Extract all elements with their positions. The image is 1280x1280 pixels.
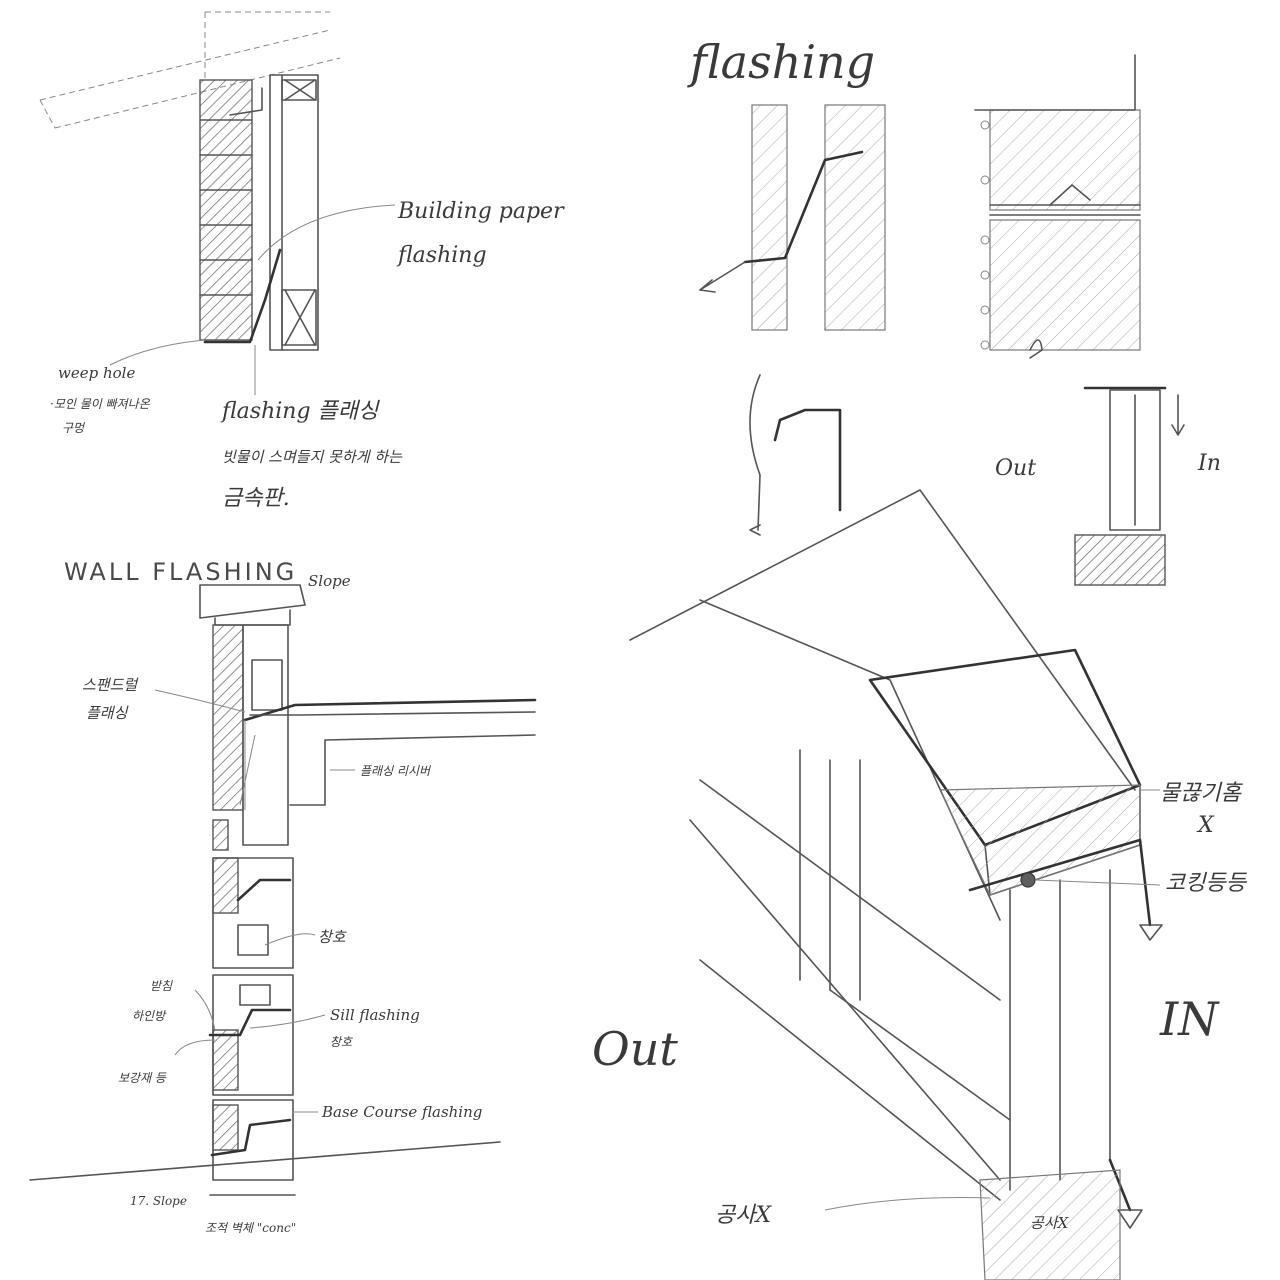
label-spandrel-kr2: 플래싱 (86, 704, 129, 722)
label-bottom-kr: 조적 벽체 "conc" (205, 1221, 296, 1235)
label-flashing-en: flashing (396, 243, 487, 268)
label-flashing-receiver-kr: 플래싱 리시버 (360, 764, 432, 778)
label-flashing-kr-line1: flashing 플래싱 (220, 399, 380, 424)
label-out-large: Out (592, 1022, 678, 1076)
label-sill-flashing-kr: 창호 (330, 1035, 353, 1049)
label-flashing-title: flashing (687, 35, 875, 89)
label-in-small: In (1197, 451, 1221, 476)
label-in-large: IN (1159, 992, 1220, 1046)
label-cutoff-x: X (1196, 813, 1215, 838)
label-backer-kr: 보강재 등 (118, 1071, 167, 1085)
label-wall-flashing: WALL FLASHING (64, 558, 297, 586)
label-slope-bottom: 17. Slope (130, 1194, 187, 1208)
label-bearing-kr2: 하인방 (132, 1009, 167, 1023)
flashing-detail-a (699, 104, 886, 331)
wall-flashing-section (29, 584, 537, 1196)
label-weep-hole-kr2: 구멍 (62, 421, 86, 435)
wall-section-top-left (39, 11, 396, 395)
label-flashing-kr-line2: 빗물이 스며들지 못하게 하는 (222, 448, 403, 466)
flashing-detail-c (1074, 386, 1185, 586)
label-bearing-kr1: 받침 (150, 979, 173, 993)
label-out-small: Out (995, 456, 1036, 481)
label-spandrel-kr1: 스팬드럴 (82, 676, 139, 694)
label-bottom-left-kr: 공사X (715, 1203, 772, 1228)
label-slope-top: Slope (308, 572, 351, 590)
label-building-paper: Building paper (397, 199, 565, 224)
flashing-detail-b (974, 54, 1141, 359)
isometric-window-detail (629, 374, 1163, 1280)
label-cutoff-kr: 물끊기홈 (1160, 781, 1244, 806)
label-sill-flashing: Sill flashing (330, 1006, 420, 1024)
label-bottom-right-kr: 공사X (1030, 1214, 1070, 1232)
label-base-course: Base Course flashing (321, 1103, 482, 1121)
label-flashing-kr-line3: 금속판. (222, 486, 290, 511)
label-weep-hole: weep hole (58, 364, 135, 382)
label-weep-hole-kr1: ·모인 물이 빠져나온 (50, 397, 151, 411)
label-window-kr: 창호 (318, 928, 347, 946)
label-caulking-kr: 코킹등등 (1165, 871, 1248, 896)
